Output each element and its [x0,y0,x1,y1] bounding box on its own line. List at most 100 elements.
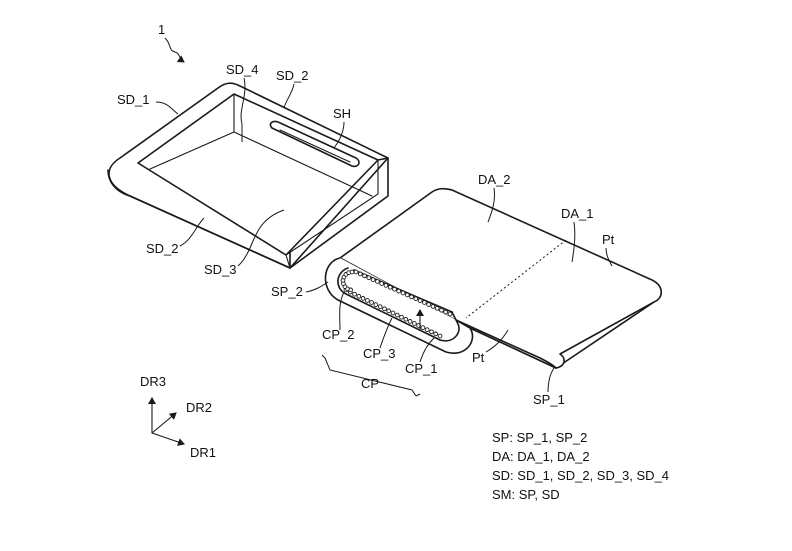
axes-group: DR3 DR2 DR1 [140,374,216,460]
bead [399,314,404,320]
bead [357,271,363,277]
tray-right-wall-inner [285,159,379,256]
label-cp-2: CP_2 [322,327,355,342]
leader-sp-2 [305,281,329,293]
bead [429,329,434,335]
label-cp-1: CP_1 [405,361,438,376]
axis-dr1-arrow [151,432,185,446]
bead [426,302,431,307]
label-da-1: DA_1 [561,206,594,221]
leader-pt-bottom [485,329,509,353]
rolled-end-outer [324,257,474,354]
legend-line-sp: SP: SP_1, SP_2 [492,430,587,445]
leader-sd-2-top [283,83,295,109]
bead [394,312,400,318]
bead [360,296,366,301]
bead [447,311,453,317]
label-da-2: DA_2 [478,172,511,187]
bead [407,319,413,324]
leader-cp-2 [339,291,345,331]
label-sp-1: SP_1 [533,392,565,407]
bead [365,298,370,303]
leader-cp-3 [379,317,393,349]
label-sd-3: SD_3 [204,262,237,277]
tray-front-corner [285,254,291,269]
bead [390,310,396,316]
bead [375,279,380,284]
leader-sh [333,121,345,149]
leader-sd-1 [155,101,179,115]
ref-arrow [164,37,185,63]
bead [353,269,359,275]
slot-hole [269,120,360,168]
label-sh: SH [333,106,351,121]
axis-dr1-label: DR1 [190,445,216,460]
bead [369,300,374,305]
tray-inner-floor-right [233,131,373,197]
slot-hole-inner [279,129,351,163]
bead [370,277,376,282]
ref-numeral-group: 1 [158,22,185,63]
axis-dr3-label: DR3 [140,374,166,389]
leader-da-2 [487,187,495,223]
bead [383,283,389,288]
tray-inner-floor-left [149,131,235,170]
rolled-end-inner [337,267,460,342]
tray-labels: SD_1 SD_4 SD_2 SH SD_2 SD_3 [117,62,351,277]
label-sd-2-top: SD_2 [276,68,309,83]
leader-sd-3 [237,209,285,267]
legend-line-sd: SD: SD_1, SD_2, SD_3, SD_4 [492,468,669,483]
bead [403,316,409,322]
label-sd-1: SD_1 [117,92,150,107]
label-sp-2: SP_2 [271,284,303,299]
bead [409,294,414,300]
axis-dr2-label: DR2 [186,400,212,415]
leader-pt-top [605,247,613,267]
legend-line-sm: SM: SP, SD [492,487,560,502]
cp-bracket [324,357,417,397]
legend: SP: SP_1, SP_2 DA: DA_1, DA_2 SD: SD_1, … [492,430,669,502]
bead [373,302,379,307]
ref-numeral: 1 [158,22,165,37]
bead [437,333,443,339]
cp-bracket-tick-left [321,354,326,359]
sheet-group [324,187,663,369]
legend-line-da: DA: DA_1, DA_2 [492,449,590,464]
bead [433,331,439,337]
bead [392,286,397,292]
bead [377,304,383,310]
label-cp-3: CP_3 [363,346,396,361]
axis-dr2-arrow [151,412,177,434]
bead [400,290,406,296]
leader-sd-4 [240,77,246,142]
bead [439,307,444,313]
bead [352,291,357,297]
sheet-labels: DA_2 DA_1 Pt SP_2 CP_2 CP_3 CP_1 Pt CP S… [271,172,615,407]
label-sd-4: SD_4 [226,62,259,77]
label-pt-bottom: Pt [472,350,485,365]
fold-line [465,239,567,319]
label-cp: CP [361,376,379,391]
tray-group [107,82,389,269]
bead [420,325,426,330]
bead [430,304,436,309]
tray-right-wall [289,157,389,269]
bead-chain [340,269,453,339]
leader-cp-1 [419,337,435,363]
tray-rounded-left [107,169,131,197]
leader-da-1 [571,221,576,263]
bead [386,308,392,314]
bead [443,309,449,315]
bead [413,296,419,302]
bead [366,275,372,281]
bead [404,292,410,298]
bead [422,300,427,305]
bead [382,306,387,312]
bead [396,288,402,294]
bead [417,298,423,303]
bead [387,284,393,290]
bead [412,321,417,326]
bead [434,305,440,311]
bead [362,273,367,279]
